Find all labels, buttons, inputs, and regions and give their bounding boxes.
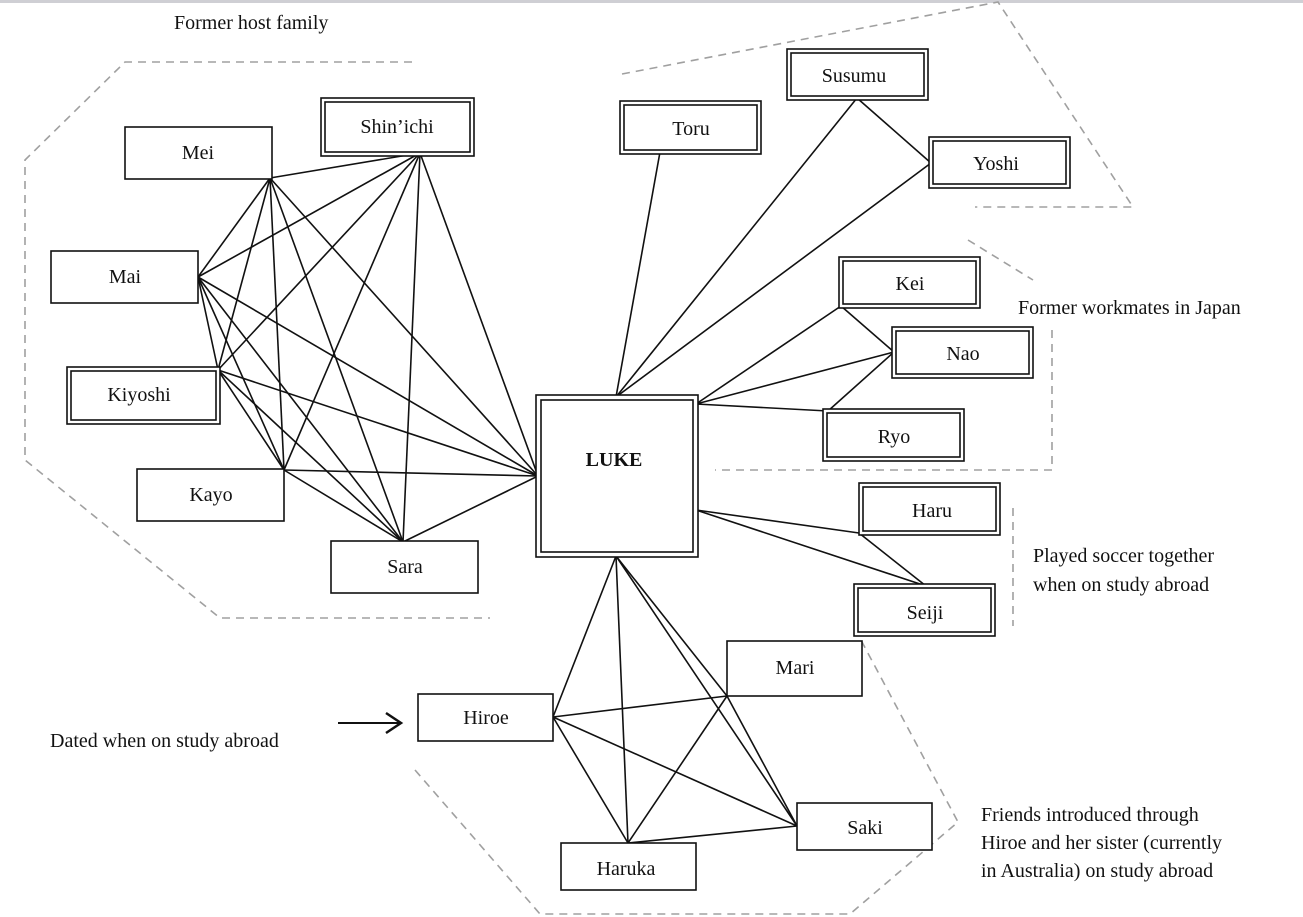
workmates-outline-lower	[715, 330, 1053, 471]
node-haru[interactable]: Haru	[858, 482, 1001, 536]
edge-kiyoshi-luke	[217, 369, 539, 477]
soccer-caption-line-2: when on study abroad	[1033, 574, 1209, 596]
dated-caption: Dated when on study abroad	[50, 730, 279, 752]
node-label: Toru	[672, 118, 709, 140]
edge-mari-saki	[726, 695, 798, 827]
edge-kiyoshi-kayo	[217, 369, 285, 471]
node-mai[interactable]: Mai	[50, 250, 199, 304]
node-label: Saki	[847, 817, 883, 839]
node-label: Haruka	[597, 858, 656, 880]
edge-luke-seiji	[695, 509, 927, 587]
edge-mai-kiyoshi	[197, 276, 219, 371]
node-kiyoshi[interactable]: Kiyoshi	[66, 366, 221, 425]
edge-kayo-sara	[283, 469, 404, 543]
edge-nao-luke	[695, 351, 895, 405]
arrow-right-icon	[338, 711, 404, 735]
node-sara[interactable]: Sara	[330, 540, 479, 594]
node-label: Sara	[387, 556, 423, 578]
node-label: Ryo	[878, 426, 911, 448]
edge-shinichi-mai	[197, 152, 421, 278]
edge-shinichi-luke	[419, 152, 539, 477]
node-label: Mai	[109, 266, 142, 288]
soccer-caption-line-1: Played soccer together	[1033, 545, 1214, 567]
node-kayo[interactable]: Kayo	[136, 468, 285, 522]
edge-mai-luke	[197, 276, 539, 477]
host-family-outline	[24, 61, 490, 619]
edge-mei-kiyoshi	[217, 177, 271, 371]
edge-saki-haruka	[627, 825, 798, 844]
edge-mai-kayo	[197, 276, 285, 471]
node-label: Mari	[776, 657, 815, 679]
edge-luke-saki	[615, 555, 798, 827]
node-hiroe[interactable]: Hiroe	[417, 693, 554, 742]
edge-haru-seiji	[858, 532, 927, 587]
node-label: Seiji	[907, 602, 944, 624]
edge-ryo-luke	[695, 403, 829, 412]
edge-shinichi-kayo	[283, 152, 421, 471]
edge-yoshi-luke	[615, 162, 932, 398]
node-kei[interactable]: Kei	[838, 256, 981, 309]
edge-shinichi-kiyoshi	[217, 152, 421, 371]
node-label: Kei	[896, 273, 925, 295]
workmates-caption: Former workmates in Japan	[1018, 297, 1241, 319]
edge-susumu-yoshi	[856, 97, 932, 164]
edge-hiroe-haruka	[552, 716, 629, 844]
node-shinichi[interactable]: Shin’ichi	[320, 97, 475, 157]
node-label: Kiyoshi	[107, 384, 171, 406]
edge-kiyoshi-sara	[217, 369, 404, 543]
friends-caption-line-3: in Australia) on study abroad	[981, 860, 1213, 882]
edge-luke-haru	[695, 509, 860, 534]
node-label: Yoshi	[973, 153, 1019, 175]
node-label: Haru	[912, 500, 952, 522]
friends-caption-line-1: Friends introduced through	[981, 804, 1199, 826]
edge-mei-shinichi	[269, 152, 421, 179]
node-saki[interactable]: Saki	[796, 802, 933, 851]
node-haruka[interactable]: Haruka	[560, 842, 697, 891]
edge-susumu-luke	[615, 97, 858, 398]
edge-shinichi-sara	[402, 152, 421, 543]
edge-luke-mari	[615, 555, 728, 697]
edge-kei-nao	[840, 305, 895, 353]
edge-mai-sara	[197, 276, 404, 543]
edge-kayo-luke	[283, 469, 539, 477]
edge-kei-luke	[695, 305, 842, 405]
node-yoshi[interactable]: Yoshi	[928, 136, 1071, 189]
node-label: Nao	[946, 343, 979, 365]
node-susumu[interactable]: Susumu	[786, 48, 929, 101]
edge-sara-luke	[402, 475, 539, 543]
edge-mari-haruka	[627, 695, 728, 844]
node-label: Kayo	[189, 484, 232, 506]
node-ryo[interactable]: Ryo	[822, 408, 965, 462]
node-label: Mei	[182, 142, 215, 164]
edge-hiroe-saki	[552, 716, 798, 827]
edge-mei-mai	[197, 177, 271, 278]
node-label: LUKE	[586, 449, 643, 471]
node-mei[interactable]: Mei	[124, 126, 273, 180]
node-toru[interactable]: Toru	[619, 100, 762, 155]
node-label: Shin’ichi	[360, 116, 434, 138]
edge-mei-luke	[269, 177, 539, 477]
node-seiji[interactable]: Seiji	[853, 583, 996, 637]
host-family-caption: Former host family	[174, 12, 328, 34]
top-group-outline	[621, 1, 1135, 208]
top-border	[0, 0, 1303, 3]
node-label: Hiroe	[463, 707, 509, 729]
edge-mei-sara	[269, 177, 404, 543]
edge-nao-ryo	[827, 351, 895, 412]
edge-luke-haruka	[615, 555, 629, 844]
workmates-outline	[967, 239, 1034, 281]
edge-hiroe-mari	[552, 695, 728, 718]
edge-luke-hiroe	[552, 555, 617, 718]
node-nao[interactable]: Nao	[891, 326, 1034, 379]
node-mari[interactable]: Mari	[726, 640, 863, 697]
friends-outline	[414, 641, 960, 915]
node-label: Susumu	[822, 65, 886, 87]
node-luke[interactable]: LUKE	[535, 394, 699, 558]
friends-caption-line-2: Hiroe and her sister (currently	[981, 832, 1222, 854]
edge-toru-luke	[615, 151, 661, 398]
